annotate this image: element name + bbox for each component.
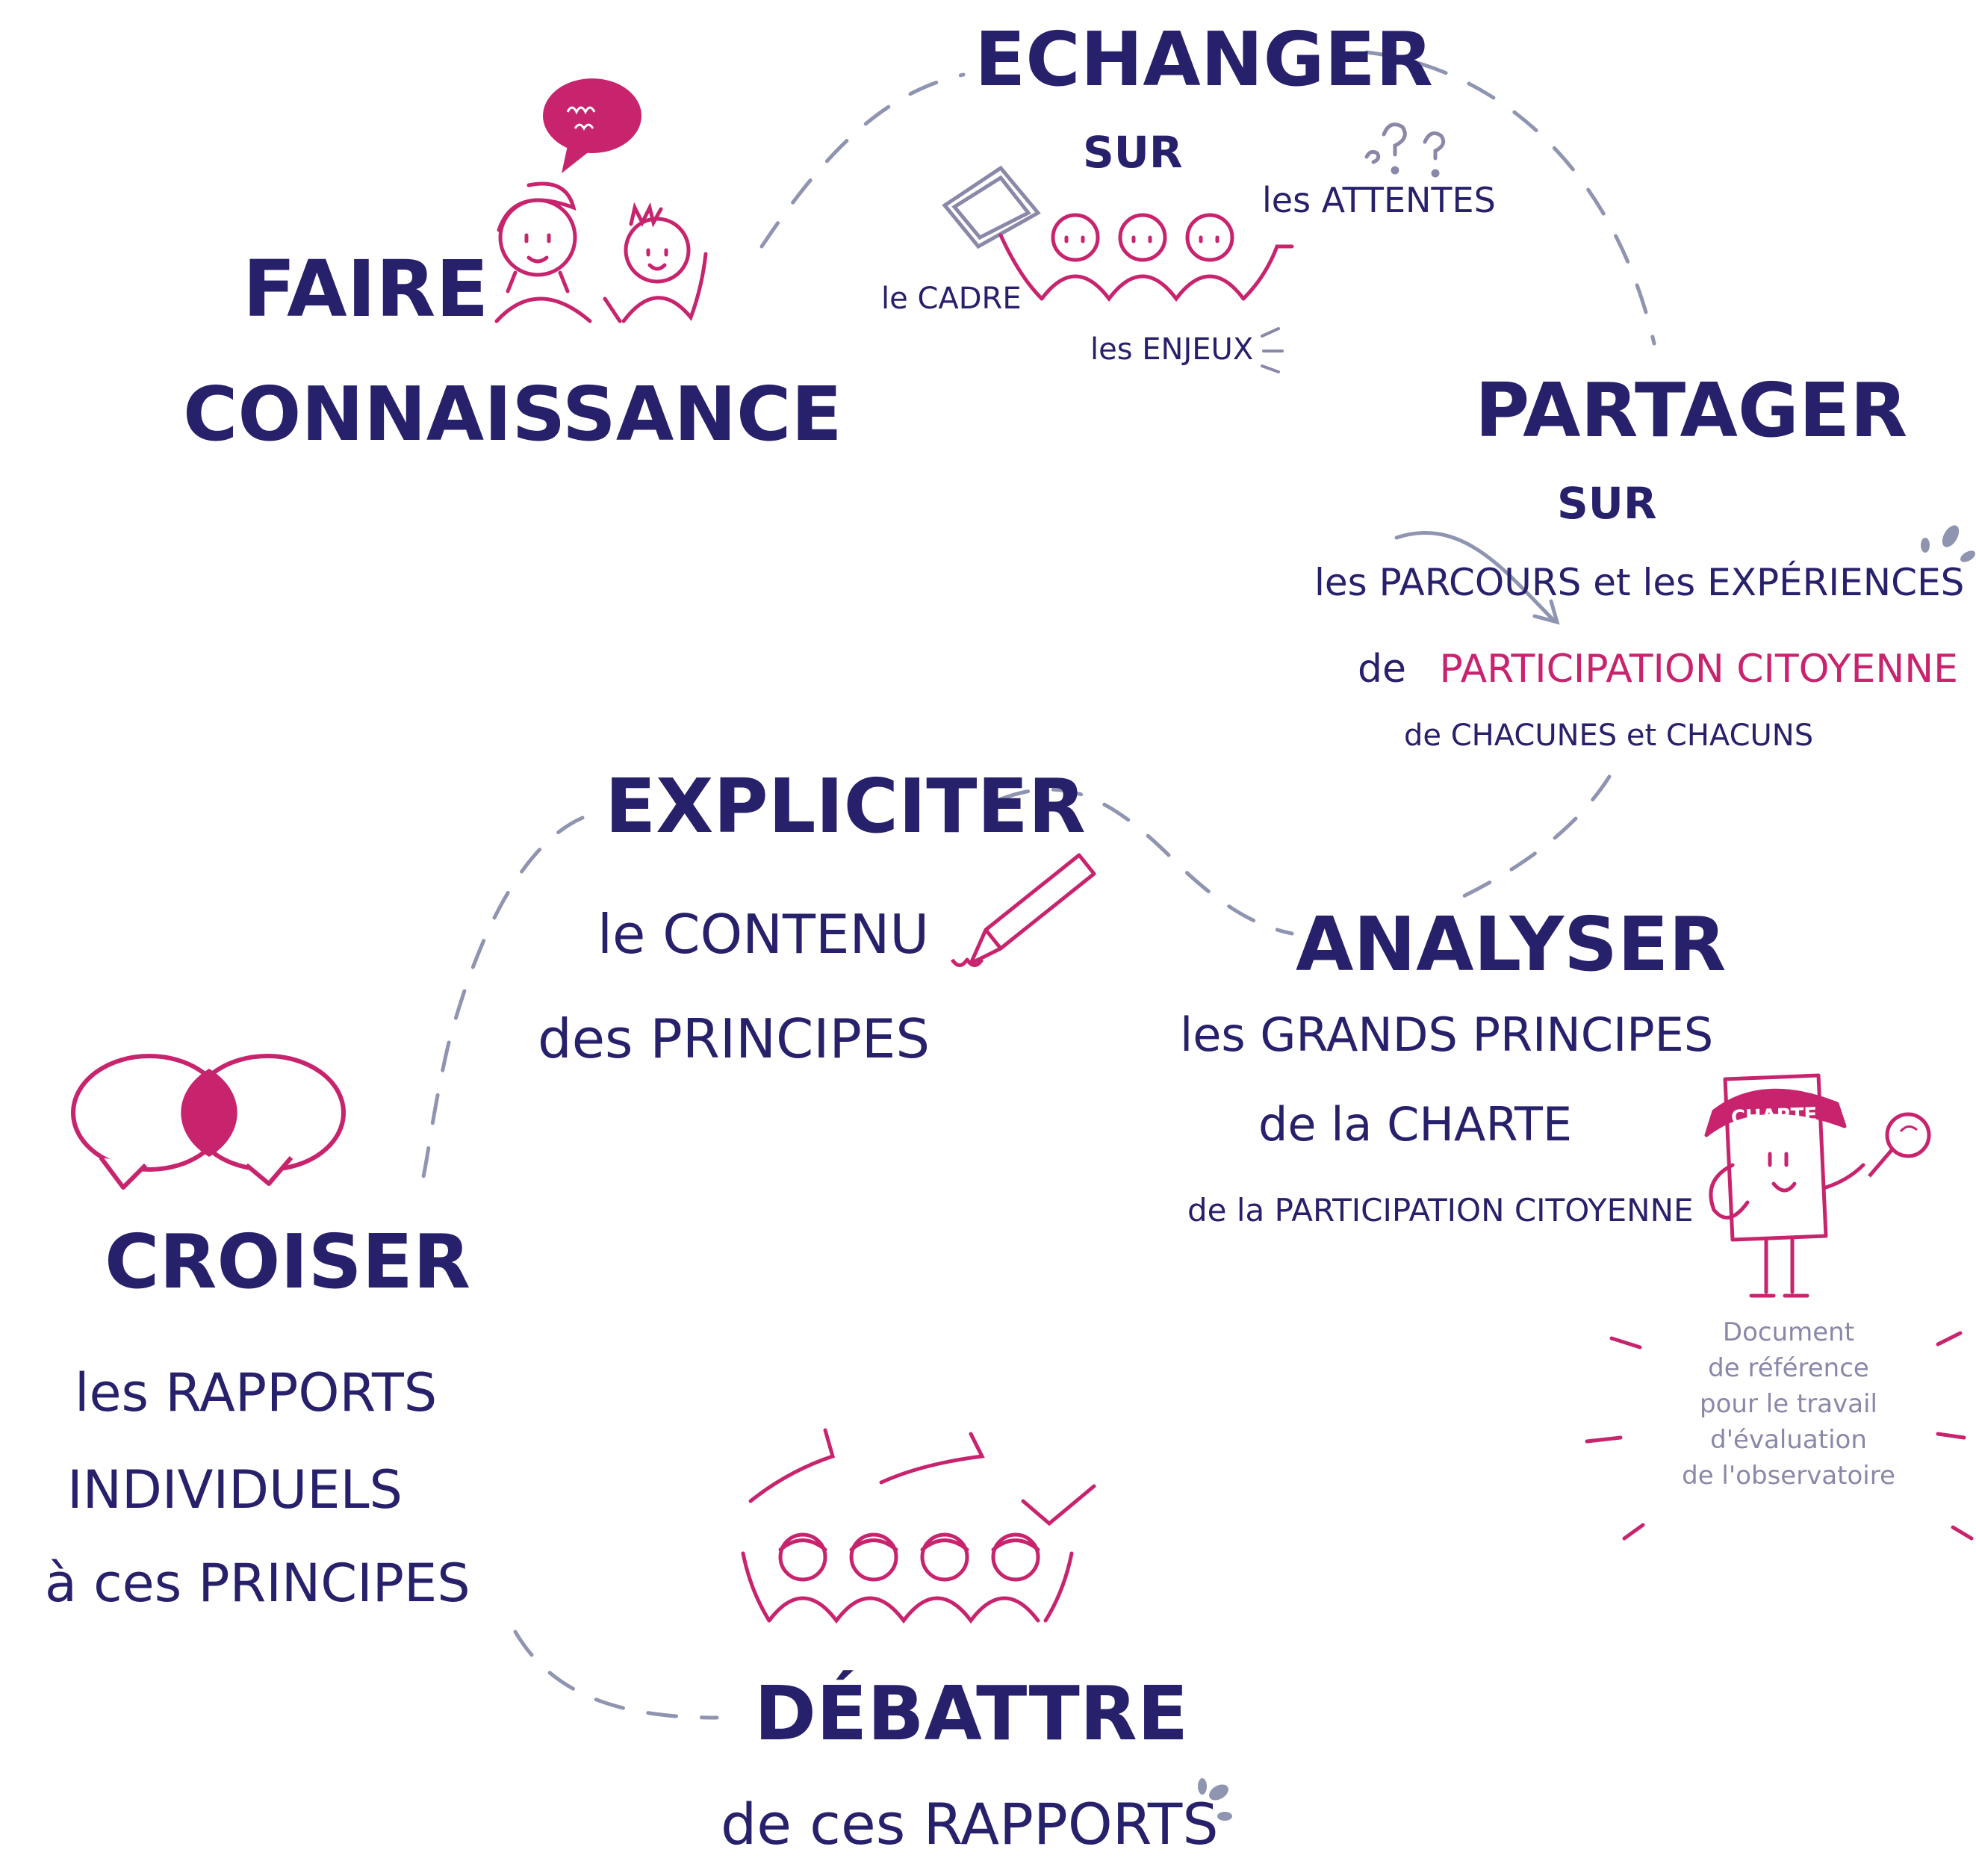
partager-line1: les PARCOURS et les EXPÉRIENCES bbox=[1314, 561, 1965, 604]
debattre-title: DÉBATTRE bbox=[754, 1670, 1189, 1757]
debattre-line1: de ces RAPPORTS bbox=[721, 1791, 1219, 1857]
two-people-icon bbox=[494, 181, 708, 323]
analyser-line3: de la PARTICIPATION CITOYENNE bbox=[1187, 1192, 1694, 1229]
analyser-line1: les GRANDS PRINCIPES bbox=[1180, 1007, 1714, 1062]
debate-group-icon bbox=[741, 1428, 1096, 1624]
overlapping-bubbles-icon bbox=[71, 1054, 346, 1190]
note-line: pour le travail bbox=[1700, 1389, 1877, 1419]
partager-sur: SUR bbox=[1557, 478, 1657, 529]
note-line: de l'observatoire bbox=[1682, 1461, 1895, 1491]
expliciter-line2: des PRINCIPES bbox=[538, 1007, 930, 1070]
echanger-enjeux: les ENJEUX bbox=[1090, 332, 1254, 367]
question-marks-icon bbox=[1364, 122, 1446, 178]
expliciter-title: EXPLICITER bbox=[605, 762, 1086, 850]
croiser-line2: INDIVIDUELS bbox=[67, 1459, 403, 1521]
expliciter-line1: le CONTENU bbox=[597, 903, 930, 966]
note-line: Document bbox=[1722, 1317, 1855, 1347]
tablet-icon bbox=[942, 165, 1041, 249]
echanger-title: ECHANGER bbox=[975, 16, 1433, 103]
croiser-line3: à ces PRINCIPES bbox=[45, 1553, 470, 1614]
arrow-icon bbox=[1394, 531, 1560, 625]
analyser-line2: de la CHARTE bbox=[1258, 1097, 1573, 1152]
note-rays bbox=[1585, 1331, 1974, 1541]
echanger-sur: SUR bbox=[1083, 127, 1183, 178]
partager-line3: de CHACUNES et CHACUNS bbox=[1404, 718, 1814, 753]
echanger-attentes: les ATTENTES bbox=[1262, 180, 1496, 220]
splash-icon bbox=[1921, 525, 1975, 562]
group-icon bbox=[998, 213, 1294, 302]
note-line: d'évaluation bbox=[1710, 1425, 1867, 1455]
analyser-title: ANALYSER bbox=[1296, 901, 1727, 988]
speech-bubble-icon bbox=[543, 78, 641, 173]
note-line: de référence bbox=[1708, 1353, 1869, 1383]
charte-label: CHARTE bbox=[1730, 1103, 1818, 1130]
rays-icon bbox=[1261, 327, 1284, 373]
pencil-icon bbox=[950, 853, 1096, 967]
analyser-note: Document de référence pour le travail d'… bbox=[1665, 1314, 1912, 1494]
partager-title: PARTAGER bbox=[1475, 367, 1908, 454]
magnifier-icon bbox=[1868, 1112, 1931, 1178]
splash-icon-2 bbox=[1198, 1778, 1232, 1821]
connaissance-title: CONNAISSANCE bbox=[183, 370, 842, 458]
partager-de: de bbox=[1358, 647, 1406, 692]
echanger-cadre: le CADRE bbox=[881, 282, 1022, 316]
croiser-line1: les RAPPORTS bbox=[75, 1362, 438, 1423]
journey-path bbox=[412, 50, 1656, 1720]
charte-character-icon bbox=[1704, 1073, 1865, 1298]
faire-title: FAIRE bbox=[243, 243, 489, 335]
partager-line2: de PARTICIPATION CITOYENNE bbox=[1358, 650, 1958, 689]
croiser-title: CROISER bbox=[105, 1218, 470, 1305]
partager-highlight: PARTICIPATION CITOYENNE bbox=[1439, 647, 1959, 692]
